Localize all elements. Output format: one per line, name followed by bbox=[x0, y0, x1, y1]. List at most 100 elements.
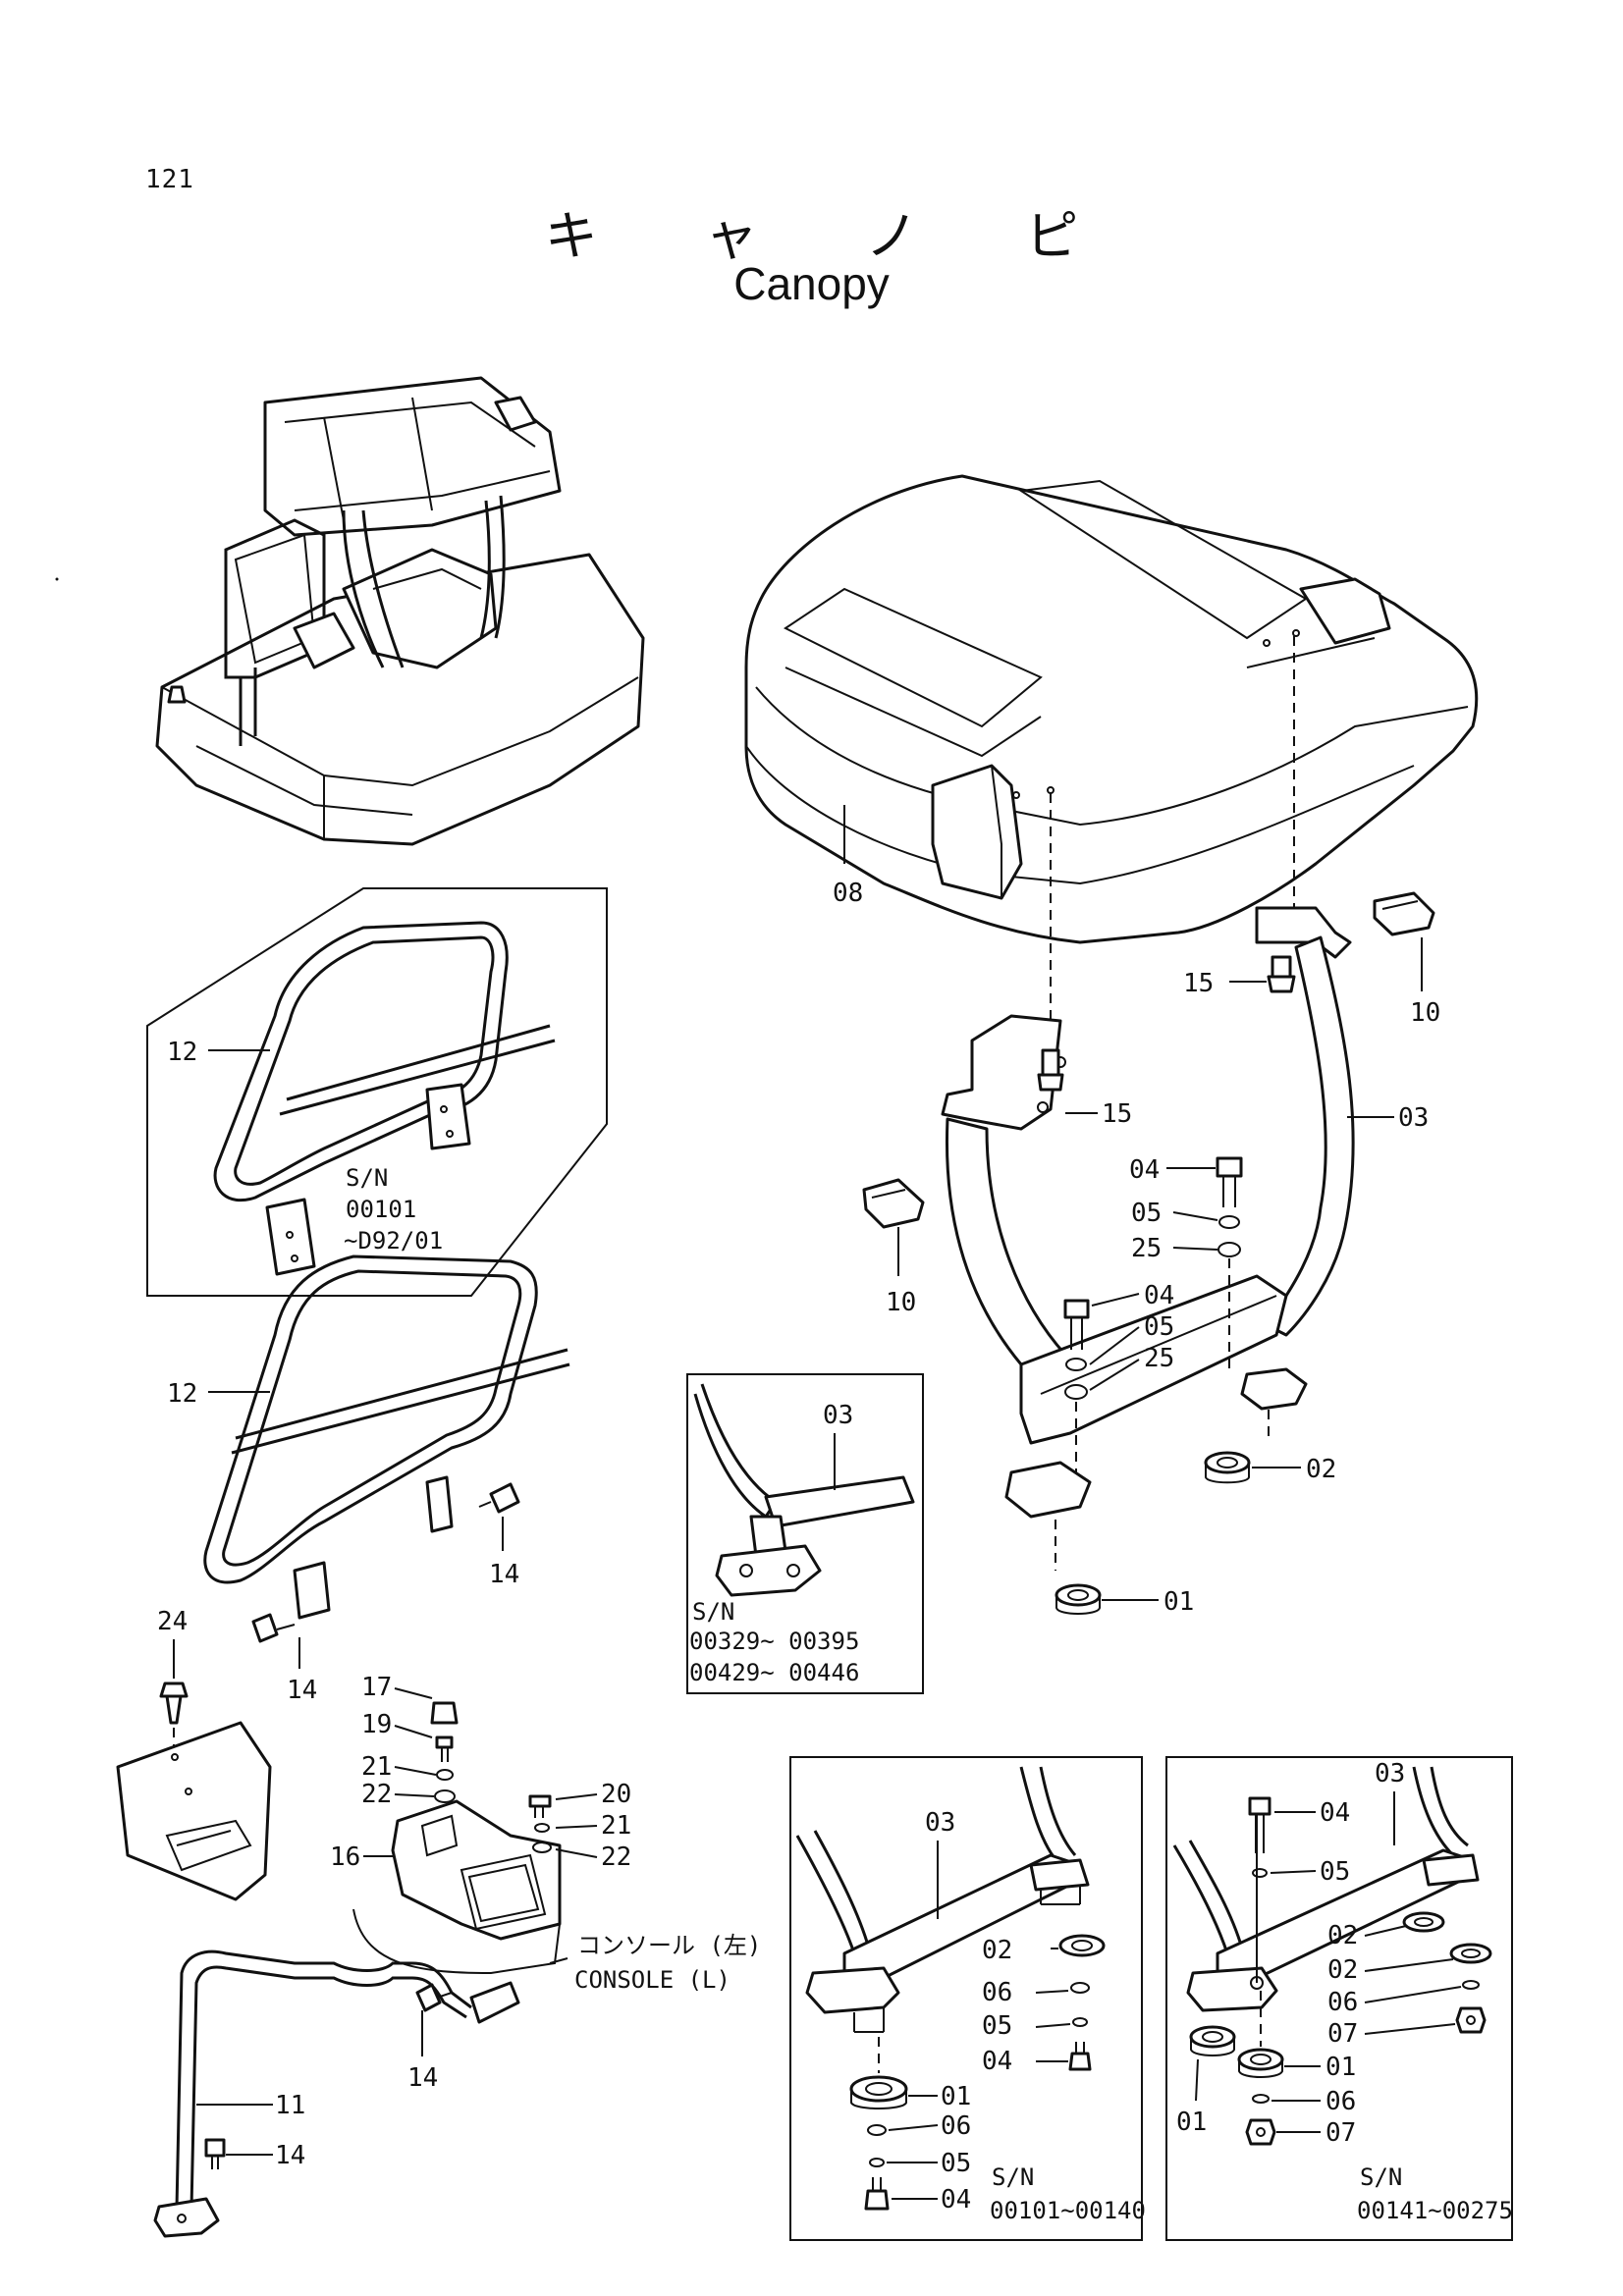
inset-serial-00141-frame bbox=[1165, 1756, 1513, 2241]
label-inset2-part-02: 02 bbox=[982, 1936, 1012, 1965]
inset2-washer-05-upper bbox=[1072, 2017, 1088, 2027]
overview-machine-illustration bbox=[155, 376, 645, 846]
inset2-frame-assembly bbox=[795, 1766, 1090, 2033]
title-japanese: キ ャ ノ ピ bbox=[544, 205, 1124, 267]
console-part-16 bbox=[352, 1799, 562, 1975]
label-inset2-part-03: 03 bbox=[925, 1808, 955, 1838]
page-number: 121 bbox=[145, 165, 194, 194]
label-part-02: 02 bbox=[1306, 1455, 1336, 1484]
console-label-english: CONSOLE (L) bbox=[574, 1966, 730, 1994]
label-part-10-rear: 10 bbox=[1410, 998, 1440, 1028]
inset3-frame-assembly bbox=[1172, 1766, 1480, 2012]
console-screw-stack bbox=[528, 1794, 552, 1853]
inset2-washer-06-upper bbox=[1070, 1982, 1090, 1994]
label-part-11: 11 bbox=[275, 2091, 305, 2120]
label-part-16: 16 bbox=[330, 1842, 360, 1872]
inset3-bolt-04 bbox=[1248, 1796, 1271, 1853]
label-inset3-part-06-right: 06 bbox=[1327, 1988, 1358, 2017]
inset3-washer-06-right bbox=[1462, 1980, 1480, 1990]
label-part-14-step-lower: 14 bbox=[275, 2141, 305, 2170]
label-inset3-part-03: 03 bbox=[1375, 1759, 1405, 1789]
bolt-part-15-lower bbox=[1037, 1048, 1064, 1092]
label-part-14-step-upper: 14 bbox=[407, 2063, 438, 2093]
label-part-15-lower: 15 bbox=[1102, 1099, 1132, 1129]
inset2-grommet-02 bbox=[1058, 1934, 1106, 1957]
console-label-japanese: コンソール (左) bbox=[577, 1932, 761, 1959]
label-inset3-part-07-center: 07 bbox=[1325, 2118, 1356, 2148]
inset1-serial-line1: S/N bbox=[692, 1598, 734, 1626]
inset3-serial-line1: S/N bbox=[1360, 2163, 1402, 2191]
inset1-frame-part-03 bbox=[693, 1383, 915, 1597]
label-inset3-part-01-left: 01 bbox=[1176, 2108, 1207, 2137]
guard-serial-line3: ~D92/01 bbox=[344, 1227, 443, 1255]
cap-part-10-rear bbox=[1373, 891, 1435, 936]
canopy-frame-part-03 bbox=[941, 906, 1355, 1519]
console-housing-left bbox=[116, 1721, 272, 1901]
label-part-08: 08 bbox=[833, 879, 863, 908]
bolt-part-14-step-upper bbox=[415, 1983, 453, 2012]
bolt-part-14-guard-right bbox=[478, 1482, 520, 1514]
label-inset2-part-04-upper: 04 bbox=[982, 2047, 1012, 2076]
console-cap-stack bbox=[430, 1701, 459, 1803]
inset2-bolt-04-lower bbox=[864, 2177, 890, 2211]
label-part-25-upper: 25 bbox=[1131, 1234, 1162, 1263]
label-part-21-upper: 21 bbox=[361, 1752, 392, 1782]
guard-serial-line2: 00101 bbox=[346, 1196, 416, 1223]
inset3-serial-line2: 00141~00275 bbox=[1357, 2197, 1513, 2224]
bolt-part-15-upper bbox=[1267, 955, 1296, 993]
inset2-grommet-01 bbox=[849, 2075, 908, 2109]
inset3-nut-07-right bbox=[1455, 2006, 1487, 2034]
label-inset2-part-05-upper: 05 bbox=[982, 2011, 1012, 2041]
label-inset2-part-06-upper: 06 bbox=[982, 1978, 1012, 2007]
label-part-22-lower: 22 bbox=[601, 1842, 631, 1872]
guard-serial-frame bbox=[146, 887, 608, 1297]
canopy-roof-part-08 bbox=[744, 474, 1479, 944]
bolt-washer-stack-lower bbox=[1063, 1299, 1090, 1472]
inset3-grommet-01-left bbox=[1189, 2025, 1236, 2056]
label-inset1-part-03: 03 bbox=[823, 1401, 853, 1430]
label-inset3-part-06-center: 06 bbox=[1325, 2087, 1356, 2116]
label-part-25-lower: 25 bbox=[1144, 1344, 1174, 1373]
bolt-part-14-step-lower bbox=[204, 2138, 226, 2169]
inset-serial-00101-frame bbox=[789, 1756, 1143, 2241]
label-part-15-upper: 15 bbox=[1183, 969, 1214, 998]
label-part-24: 24 bbox=[157, 1607, 188, 1636]
label-part-01: 01 bbox=[1163, 1587, 1194, 1617]
label-part-14-guard-right: 14 bbox=[489, 1560, 519, 1589]
bolt-washer-stack-upper bbox=[1216, 1156, 1243, 1369]
inset3-washer-05 bbox=[1252, 1868, 1268, 1878]
inset1-serial-line3: 00429~ 00446 bbox=[689, 1659, 859, 1686]
label-part-03: 03 bbox=[1398, 1103, 1429, 1133]
label-inset3-part-07-right: 07 bbox=[1327, 2019, 1358, 2049]
label-part-10-front: 10 bbox=[886, 1288, 916, 1317]
inset2-serial-line1: S/N bbox=[992, 2163, 1034, 2191]
label-part-14-guard-left: 14 bbox=[287, 1676, 317, 1705]
inset3-washer-06-center bbox=[1252, 2094, 1270, 2104]
label-part-22-upper: 22 bbox=[361, 1780, 392, 1809]
label-inset2-part-01: 01 bbox=[941, 2082, 971, 2111]
cap-part-10-front bbox=[862, 1178, 925, 1229]
inset3-nut-07-center bbox=[1245, 2118, 1276, 2146]
guard-rail-part-12-upper bbox=[213, 921, 556, 1276]
label-inset2-part-05-lower: 05 bbox=[941, 2149, 971, 2178]
label-inset3-part-02-left: 02 bbox=[1327, 1921, 1358, 1950]
guard-rail-part-12-lower bbox=[203, 1255, 570, 1620]
inset1-serial-line2: 00329~ 00395 bbox=[689, 1628, 859, 1655]
bolt-part-14-guard-left bbox=[251, 1613, 296, 1643]
inset3-grommet-02-left bbox=[1402, 1911, 1445, 1933]
inset2-serial-line2: 00101~00140 bbox=[990, 2197, 1146, 2224]
label-part-12-upper: 12 bbox=[167, 1038, 197, 1067]
title-english: Canopy bbox=[733, 258, 890, 309]
label-inset3-part-02-right: 02 bbox=[1327, 1955, 1358, 1985]
label-part-21-lower: 21 bbox=[601, 1811, 631, 1841]
label-part-20: 20 bbox=[601, 1780, 631, 1809]
label-part-04-upper: 04 bbox=[1129, 1155, 1160, 1185]
label-inset3-part-01-center: 01 bbox=[1325, 2053, 1356, 2082]
label-inset3-part-04: 04 bbox=[1320, 1798, 1350, 1828]
step-bar-part-11 bbox=[153, 1949, 520, 2238]
clip-part-24 bbox=[159, 1682, 189, 1725]
guard-serial-line1: S/N bbox=[346, 1164, 388, 1192]
label-part-05-lower: 05 bbox=[1144, 1312, 1174, 1342]
inset2-washer-06-lower bbox=[867, 2124, 887, 2136]
